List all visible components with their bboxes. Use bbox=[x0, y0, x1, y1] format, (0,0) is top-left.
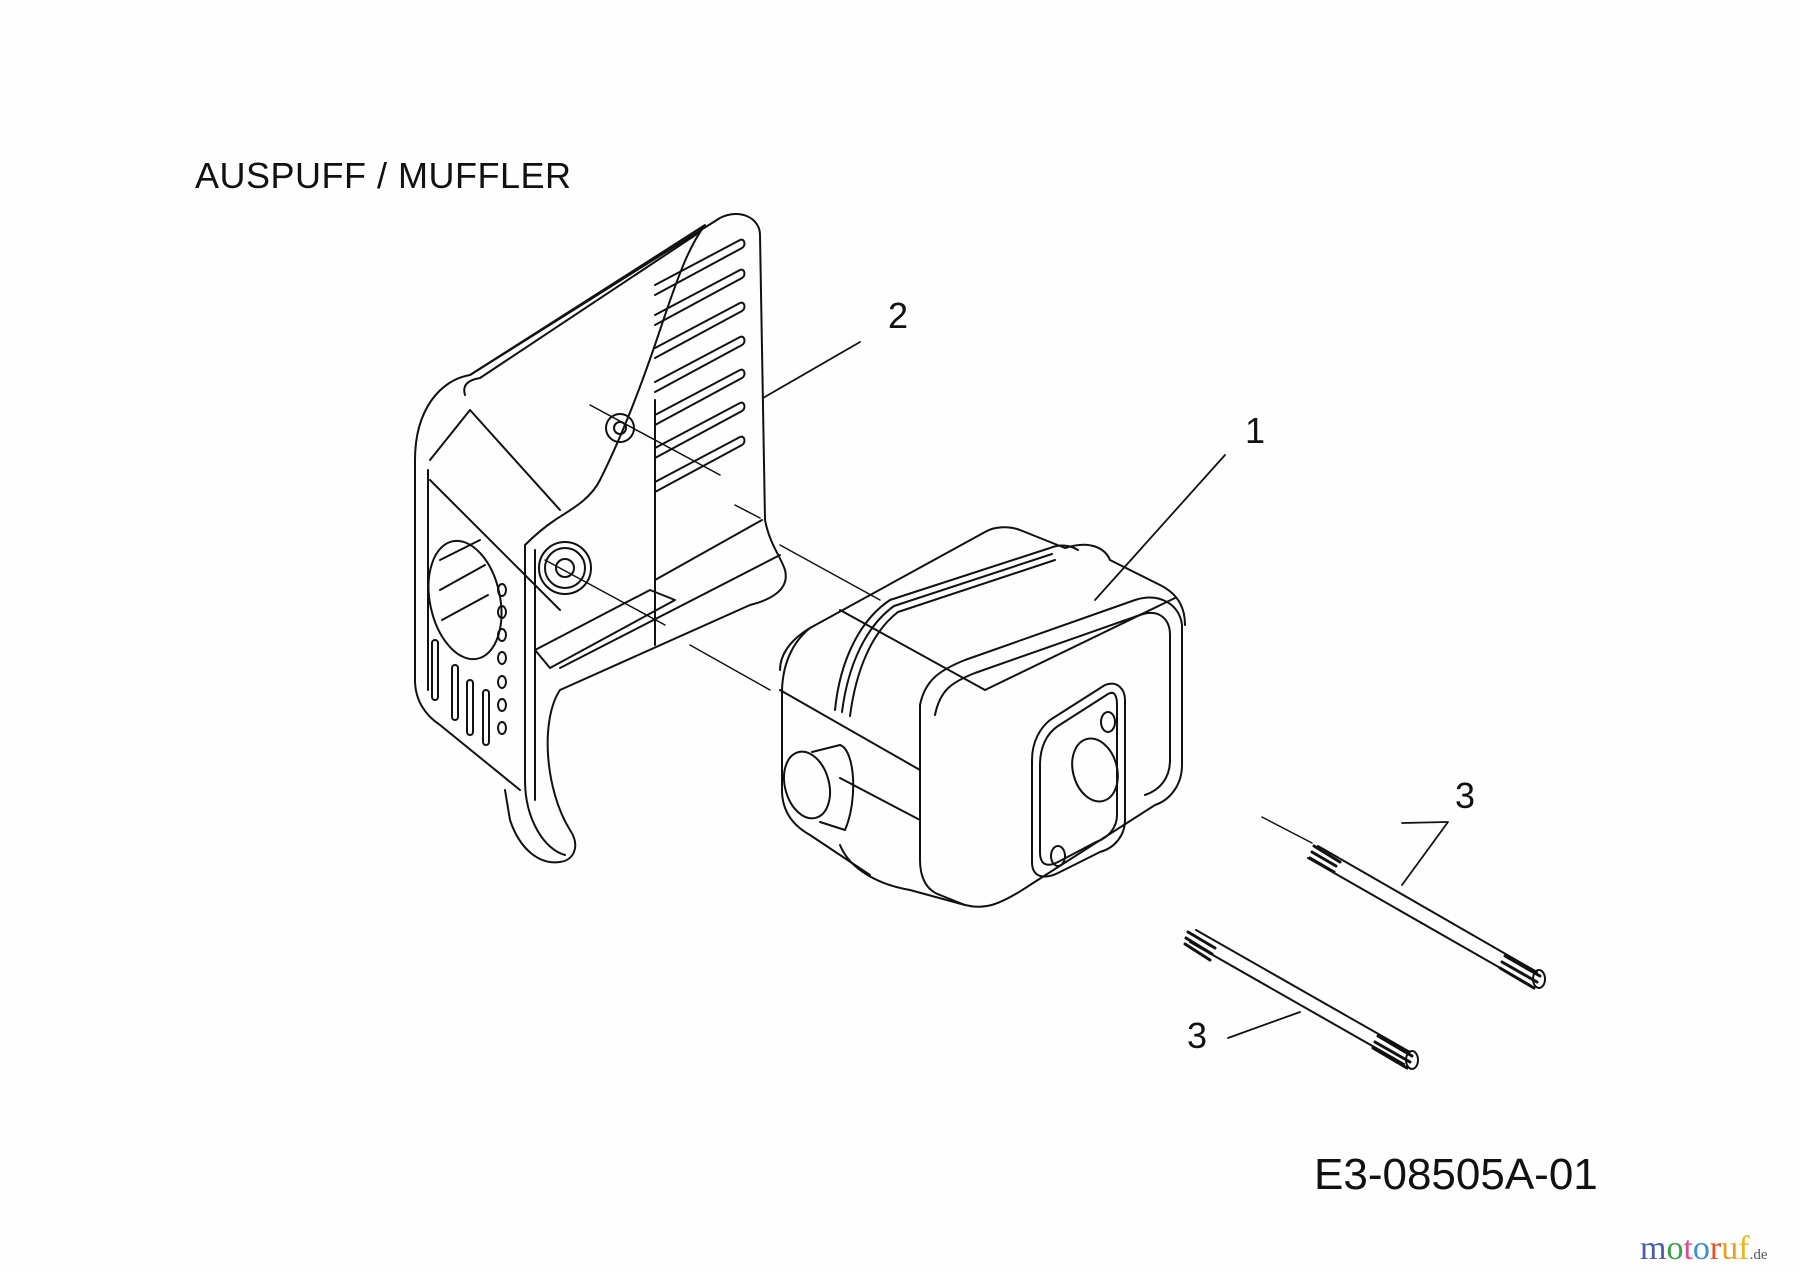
thread-lower-end bbox=[1373, 1036, 1412, 1068]
thread-upper-start bbox=[1310, 846, 1340, 872]
logo-letter: u bbox=[1721, 1230, 1739, 1267]
callout-1[interactable]: 1 bbox=[1245, 410, 1266, 451]
leader-lines bbox=[763, 342, 1448, 1038]
diagram-title: AUSPUFF / MUFFLER bbox=[195, 155, 572, 196]
center-lines bbox=[545, 405, 880, 690]
leader-3b bbox=[1228, 1012, 1300, 1038]
logo-letter: o bbox=[1666, 1230, 1684, 1267]
leader-2 bbox=[763, 342, 860, 398]
thread-lower-start bbox=[1185, 932, 1215, 960]
stud-lower-part[interactable] bbox=[1185, 930, 1418, 1069]
logo-letter: r bbox=[1709, 1230, 1722, 1267]
logo-letter: m bbox=[1640, 1230, 1667, 1267]
motoruf-watermark-logo: motoruf.de bbox=[1640, 1230, 1767, 1268]
logo-letter: t bbox=[1683, 1230, 1693, 1267]
callout-3-upper[interactable]: 3 bbox=[1455, 775, 1476, 816]
callout-2[interactable]: 2 bbox=[888, 295, 909, 336]
stud-upper-part[interactable] bbox=[1262, 817, 1545, 988]
logo-tld: .de bbox=[1749, 1247, 1768, 1263]
muffler-part[interactable] bbox=[777, 527, 1185, 907]
logo-letter: o bbox=[1692, 1230, 1710, 1267]
vent-slots bbox=[655, 240, 744, 492]
logo-letter: f bbox=[1738, 1230, 1750, 1267]
leader-1 bbox=[1095, 455, 1225, 600]
heat-shield-part[interactable] bbox=[415, 214, 786, 862]
drawing-number: E3-08505A-01 bbox=[1314, 1150, 1598, 1199]
callout-3-lower[interactable]: 3 bbox=[1187, 1015, 1208, 1056]
leader-3a bbox=[1402, 822, 1448, 885]
